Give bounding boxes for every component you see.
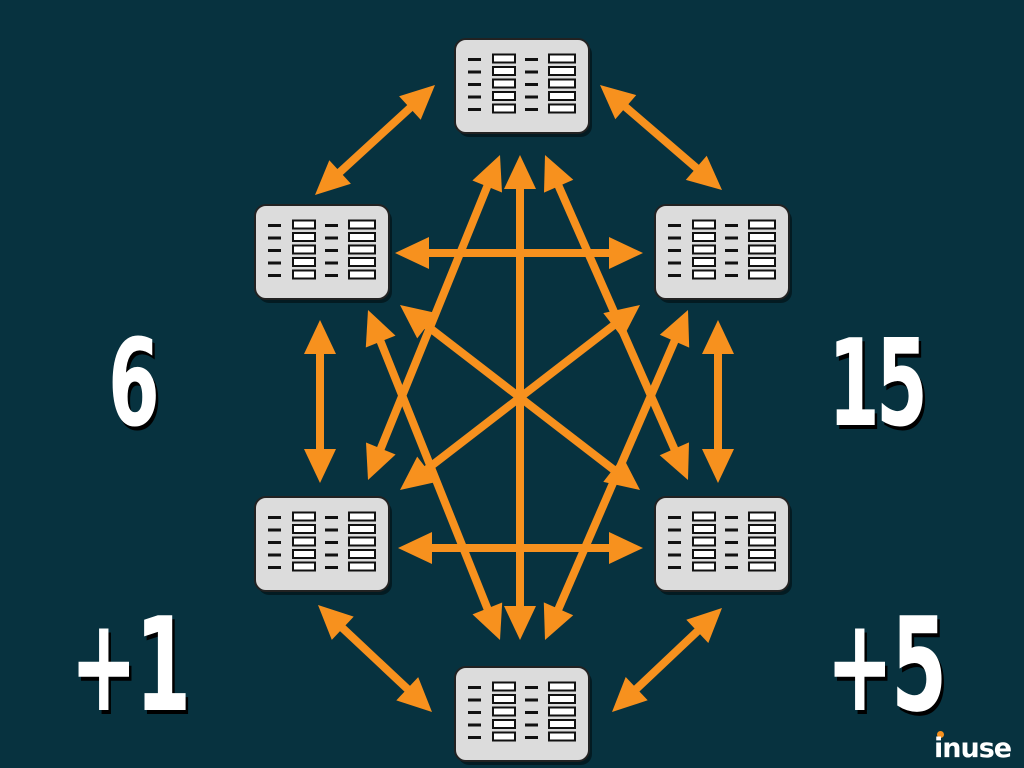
connection-line [375,336,493,614]
arrow-head [396,677,432,712]
arrow-head [472,155,502,193]
table-icon [254,204,392,303]
table-icon [254,496,392,595]
arrow-head [609,532,643,564]
arrow-head [702,449,734,483]
table-icon [654,496,792,595]
logo-dot-icon [937,731,944,738]
arrow-head [315,160,351,195]
arrow-head [504,155,536,189]
connection-line [620,101,702,174]
increment-large: +5 [826,589,947,741]
arrow-head [685,155,722,190]
connection-line [421,320,619,475]
inuse-logo: inuse [934,733,1012,764]
connection-line [337,622,413,695]
arrow-head [366,442,396,480]
connection-count-small: 6 [108,315,160,454]
arrow-head [686,608,722,643]
arrow-head [659,442,689,480]
arrow-head [399,85,435,120]
arrow-head [543,602,574,640]
arrow-head [603,305,640,339]
arrow-head [702,320,734,354]
arrow-head [504,606,536,640]
table-icon [454,666,592,765]
arrow-head [398,532,432,564]
increment-small: +1 [70,589,191,741]
arrow-head [365,310,396,348]
connection-count-large: 15 [828,315,928,454]
arrow-head [659,310,690,348]
arrow-head [544,155,574,193]
table-icon [454,38,592,137]
connection-line [334,102,416,178]
connection-arrows [304,85,734,712]
table-nodes [254,38,792,765]
arrow-head [304,320,336,354]
arrow-head [600,85,637,120]
arrow-head [609,237,643,269]
arrow-head [318,605,354,640]
arrow-head [612,677,648,712]
connection-line [631,625,703,695]
arrow-head [395,237,429,269]
arrow-head [603,456,640,490]
table-icon [654,204,792,303]
connection-line [375,181,493,454]
arrow-head [400,456,437,490]
arrow-head [472,602,503,640]
arrow-head [304,449,336,483]
arrow-head [400,305,437,339]
